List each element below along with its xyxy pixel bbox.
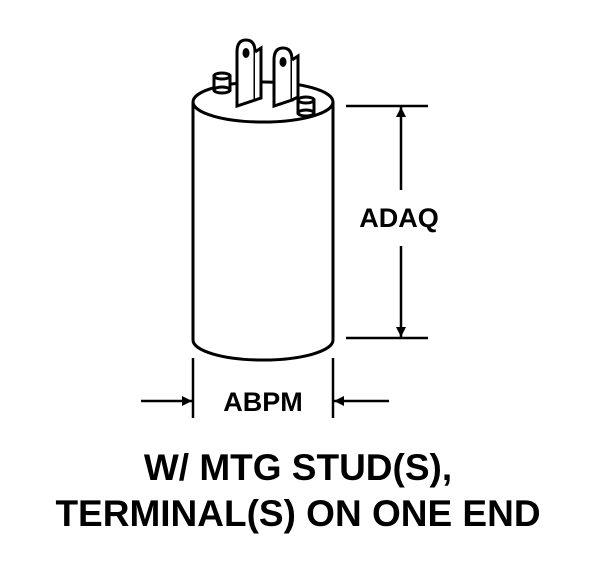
cylinder-body — [191, 80, 335, 362]
terminal-left — [235, 38, 263, 109]
diameter-dimension — [141, 358, 389, 418]
height-dimension-label: ADAQ — [359, 203, 439, 233]
caption-line-1: W/ MTG STUD(S), — [144, 447, 452, 488]
caption-line-2: TERMINAL(S) ON ONE END — [55, 493, 540, 534]
mounting-stud-right — [296, 95, 316, 118]
cylinder-side — [191, 102, 335, 362]
mounting-stud-left — [212, 71, 232, 95]
mounting-studs — [212, 71, 316, 118]
terminal-right — [272, 46, 300, 109]
terminals — [235, 38, 300, 109]
diameter-dimension-label: ABPM — [223, 387, 303, 417]
height-dimension — [346, 104, 428, 340]
